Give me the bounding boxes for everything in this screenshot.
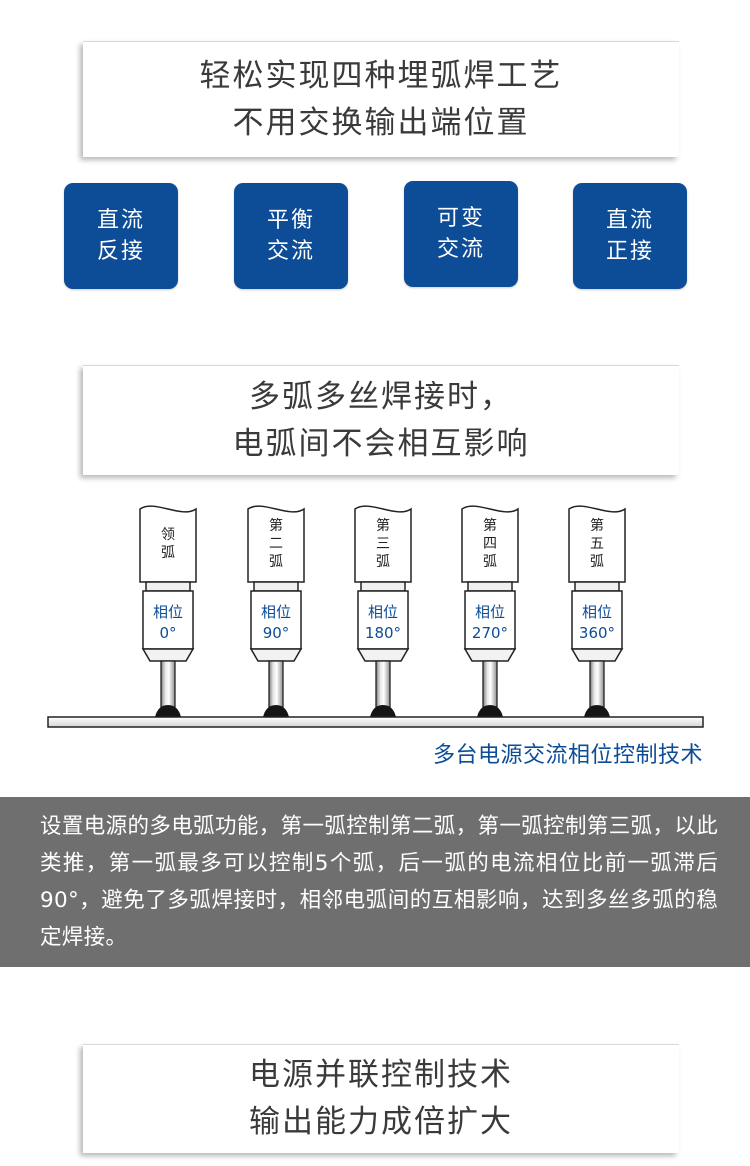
phase-body [142,590,194,650]
torch-holder [139,505,197,583]
torch-holder [568,505,626,583]
title-line-2: 不用交换输出端位置 [232,104,530,141]
title-box-multi-arc: 多弧多丝焊接时， 电弧间不会相互影响 [83,365,679,475]
weld-pool [584,705,610,717]
multi-arc-phase-diagram: 领弧相位0°第二弧相位90°第三弧相位180°第四弧相位270°第五弧相位360… [47,505,704,728]
title-line-1: 轻松实现四种埋弧焊工艺 [199,57,563,94]
phase-body [357,590,409,650]
weld-pool [155,705,181,717]
electrode-wire [589,660,605,708]
title-line-1: 电源并联控制技术 [249,1057,513,1093]
arc-label-char: 二 [269,536,283,552]
arc-label-char: 领 [161,527,175,543]
electrode-wire [482,660,498,708]
torch-taper [249,648,303,662]
phase-value: 270° [472,624,508,642]
torch-neck [253,581,299,592]
torch-holder [247,505,305,583]
torch-neck [467,581,513,592]
mode-label-line1: 直流 [605,208,654,233]
mode-label-line2: 交流 [436,237,485,262]
phase-label: 相位 [368,603,398,621]
arc-label-char: 三 [376,536,390,552]
torch-taper [570,648,624,662]
torch-taper [141,648,195,662]
description-band [0,797,750,967]
electrode-wire [375,660,391,708]
arc-label-char: 弧 [161,545,175,561]
phase-value: 360° [579,624,615,642]
mode-label-line1: 可变 [436,206,485,231]
phase-value: 0° [159,624,176,642]
phase-label: 相位 [153,603,183,621]
torch-neck [145,581,191,592]
mode-label-line1: 平衡 [266,208,315,233]
mode-balanced-ac: 平衡 交流 [234,183,348,289]
title-line-1: 多弧多丝焊接时， [249,378,513,415]
mode-variable-ac: 可变 交流 [404,181,518,287]
phase-label: 相位 [261,603,291,621]
torch-neck [574,581,620,592]
electrode-wire [160,660,176,708]
mode-dc-reverse: 直流 反接 [64,183,178,289]
weld-pool [263,705,289,717]
torch-holder [354,505,412,583]
arc-label-char: 第 [376,517,390,534]
mode-label-line1: 直流 [96,208,145,233]
workpiece-plate [47,716,704,728]
arc-label-char: 五 [590,536,604,552]
title-box-parallel-control: 电源并联控制技术 输出能力成倍扩大 [83,1044,679,1153]
arc-label-char: 弧 [483,554,497,570]
arc-label-char: 第 [269,517,283,534]
mode-dc-straight: 直流 正接 [573,183,687,289]
phase-label: 相位 [582,603,612,621]
mode-label-line2: 反接 [96,239,145,264]
electrode-wire [268,660,284,708]
arc-label-char: 第 [590,517,604,534]
description-text: 设置电源的多电弧功能，第一弧控制第二弧，第一弧控制第三弧，以此类推，第一弧最多可… [40,814,718,950]
title-line-2: 电弧间不会相互影响 [232,425,530,462]
title-box-four-processes: 轻松实现四种埋弧焊工艺 不用交换输出端位置 [83,41,679,157]
torch-neck [360,581,406,592]
mode-label-line2: 交流 [266,239,315,264]
torch-taper [463,648,517,662]
arc-label-char: 弧 [269,554,283,570]
arc-label-char: 第 [483,517,497,534]
torch-taper [356,648,410,662]
arc-label-char: 四 [483,536,497,552]
diagram-caption: 多台电源交流相位控制技术 [432,743,703,768]
mode-label-line2: 正接 [605,239,654,264]
phase-value: 180° [365,624,401,642]
torch-holder [461,505,519,583]
phase-body [464,590,516,650]
phase-label: 相位 [475,603,505,621]
weld-pool [370,705,396,717]
weld-pool [477,705,503,717]
title-line-2: 输出能力成倍扩大 [249,1104,513,1140]
phase-value: 90° [263,624,290,642]
arc-label-char: 弧 [376,554,390,570]
arc-label-char: 弧 [590,554,604,570]
